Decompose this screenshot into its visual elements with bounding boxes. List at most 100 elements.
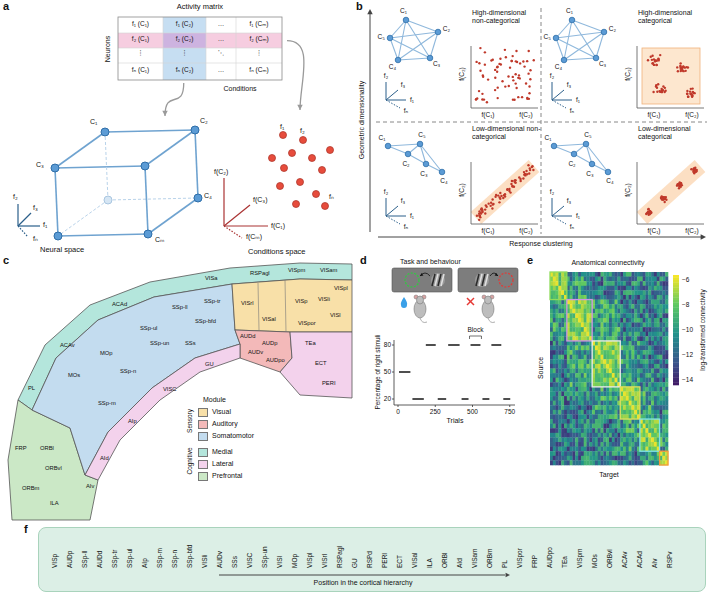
- heatmap-cell: [634, 327, 637, 332]
- heatmap-cell: [654, 286, 657, 291]
- response-dot: [655, 64, 657, 66]
- graph-edge: [390, 32, 438, 38]
- heatmap-cell: [651, 277, 654, 282]
- heatmap-cell: [556, 396, 559, 401]
- heatmap-cell: [587, 355, 590, 360]
- heatmap-cell: [646, 428, 649, 433]
- heatmap-cell: [620, 318, 623, 323]
- heatmap-cell: [564, 350, 567, 355]
- heatmap-cell: [595, 419, 598, 424]
- heatmap-cell: [631, 341, 634, 346]
- mouse-tail: [488, 318, 495, 323]
- heatmap-cell: [665, 318, 668, 323]
- heatmap-cell: [603, 359, 606, 364]
- heatmap-cell: [643, 378, 646, 383]
- heatmap-cell: [598, 332, 601, 337]
- response-dot: [521, 96, 523, 98]
- heatmap-cell: [550, 309, 553, 314]
- heatmap-cell: [561, 410, 564, 415]
- heatmap-cell: [609, 355, 612, 360]
- response-dot: [658, 90, 660, 92]
- heatmap-cell: [603, 295, 606, 300]
- heatmap-cell: [609, 396, 612, 401]
- grating-stripe: [438, 274, 441, 286]
- heatmap-cell: [587, 304, 590, 309]
- heatmap-cell: [572, 391, 575, 396]
- heatmap-cell: [595, 405, 598, 410]
- heatmap-cell: [570, 281, 573, 286]
- heatmap-cell: [654, 369, 657, 374]
- heatmap-cell: [553, 414, 556, 419]
- axis-line: [386, 82, 387, 100]
- condition-point: [309, 155, 316, 162]
- heatmap-cell: [606, 290, 609, 295]
- heatmap-cell: [648, 410, 651, 415]
- heatmap-cell: [584, 414, 587, 419]
- heatmap-cell: [637, 272, 640, 277]
- graph-edge: [586, 144, 608, 172]
- heatmap-cell: [570, 323, 573, 328]
- heatmap-cell: [631, 391, 634, 396]
- heatmap-cell: [612, 364, 615, 369]
- heatmap-cell: [662, 382, 665, 387]
- heatmap-cell: [572, 350, 575, 355]
- vertex-dot: [144, 230, 152, 238]
- response-dot: [679, 184, 681, 186]
- heatmap-cell: [587, 350, 590, 355]
- heatmap-cell: [572, 378, 575, 383]
- heatmap-cell: [606, 281, 609, 286]
- heatmap-cell: [660, 382, 663, 387]
- heatmap-cell: [578, 401, 581, 406]
- response-dot: [677, 70, 679, 72]
- heatmap-cell: [648, 336, 651, 341]
- heatmap-cell: [623, 424, 626, 429]
- graph-node: [387, 35, 393, 41]
- heatmap-cell: [561, 350, 564, 355]
- heatmap-cell: [567, 369, 570, 374]
- heatmap-cell: [575, 387, 578, 392]
- heatmap-cell: [584, 382, 587, 387]
- heatmap-cell: [550, 359, 553, 364]
- heatmap-cell: [581, 414, 584, 419]
- heatmap-cell: [609, 350, 612, 355]
- heatmap-cell: [631, 410, 634, 415]
- heatmap-cell: [601, 281, 604, 286]
- heatmap-cell: [572, 318, 575, 323]
- heatmap-cell: [617, 295, 620, 300]
- heatmap-cell: [592, 286, 595, 291]
- response-dot: [685, 66, 687, 68]
- heatmap-cell: [561, 327, 564, 332]
- heatmap-cell: [567, 387, 570, 392]
- heatmap-cell: [601, 341, 604, 346]
- heatmap-cell: [575, 433, 578, 438]
- heatmap-cell: [662, 401, 665, 406]
- axis-line: [394, 340, 395, 405]
- heatmap-cell: [584, 286, 587, 291]
- heatmap-cell: [581, 437, 584, 442]
- heatmap-cell: [660, 391, 663, 396]
- heatmap-cell: [648, 277, 651, 282]
- heatmap-cell: [578, 350, 581, 355]
- heatmap-cell: [615, 290, 618, 295]
- heatmap-cell: [612, 309, 615, 314]
- heatmap-cell: [623, 387, 626, 392]
- response-dot: [533, 59, 535, 61]
- heatmap-cell: [626, 424, 629, 429]
- heatmap-cell: [564, 428, 567, 433]
- heatmap-cell: [581, 373, 584, 378]
- heatmap-cell: [651, 350, 654, 355]
- response-dot: [528, 50, 530, 52]
- heatmap-cell: [570, 369, 573, 374]
- heatmap-cell: [553, 387, 556, 392]
- response-dot: [518, 74, 520, 76]
- heatmap-cell: [556, 309, 559, 314]
- response-dot: [497, 86, 499, 88]
- heatmap-cell: [578, 391, 581, 396]
- heatmap-cell: [620, 419, 623, 424]
- heatmap-cell: [662, 424, 665, 429]
- heatmap-cell: [603, 405, 606, 410]
- heatmap-cell: [564, 396, 567, 401]
- heatmap-cell: [572, 304, 575, 309]
- heatmap-cell: [657, 401, 660, 406]
- heatmap-cell: [634, 323, 637, 328]
